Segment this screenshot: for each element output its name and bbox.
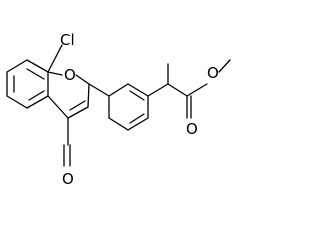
bond (88, 83, 110, 97)
bond (47, 44, 63, 73)
bond (129, 90, 145, 101)
pyranone-ring (47, 71, 90, 146)
chemical-structure: Cl O O O O (6, 31, 231, 188)
bond (47, 95, 69, 119)
bond (186, 83, 208, 97)
bond (218, 59, 231, 73)
benzo-ring (6, 59, 49, 109)
bond (67, 106, 89, 119)
ring-oxygen-atom-label: O (64, 66, 76, 84)
phenyl-ring (108, 83, 149, 131)
bond (167, 83, 188, 97)
bond (87, 83, 90, 108)
bond (108, 83, 129, 97)
bond (26, 68, 45, 80)
bond (6, 95, 28, 109)
bond (6, 59, 28, 73)
bond (127, 83, 149, 97)
bond (129, 113, 145, 124)
bond (127, 117, 149, 131)
bond (147, 83, 169, 97)
bond (108, 117, 129, 131)
bond (69, 100, 86, 111)
chlorine-atom-label: Cl (60, 31, 75, 49)
bond (26, 59, 49, 73)
bond (75, 74, 90, 85)
ester-oxygen-atom-label: O (207, 64, 219, 82)
bond (26, 95, 49, 109)
bond (47, 71, 63, 76)
bond (28, 90, 45, 101)
ester-oxygen-atom-label: O (186, 120, 198, 138)
ketone-oxygen-atom-label: O (62, 170, 74, 188)
